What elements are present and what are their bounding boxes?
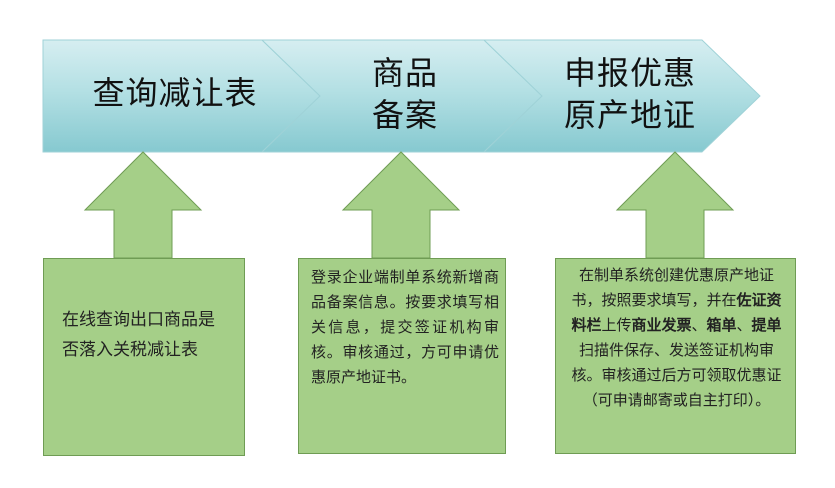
detail-highlight-evidence-field: 佐证资料栏 bbox=[571, 291, 782, 334]
up-arrow-1 bbox=[83, 151, 203, 259]
step-title-product-filing: 商品 备案 bbox=[330, 52, 480, 136]
step-title-line: 申报优惠 bbox=[563, 54, 696, 92]
step-title-apply-certificate: 申报优惠 原产地证 bbox=[530, 52, 730, 136]
up-arrow-2 bbox=[341, 151, 461, 259]
step-title-line: 原产地证 bbox=[563, 96, 696, 134]
detail-segment: 在制单系统创建优惠原产地证书，按照要求填写，并在 bbox=[571, 266, 774, 309]
step-title-line: 查询减让表 bbox=[92, 74, 258, 112]
detail-highlight-bill-of-lading: 提单 bbox=[751, 316, 782, 334]
detail-text: 登录企业端制单系统新增商品备案信息。按要求填写相关信息，提交签证机构审核。审核通… bbox=[311, 268, 499, 386]
banner-segment-3 bbox=[482, 39, 761, 153]
detail-text: 在线查询出口商品是否落入关税减让表 bbox=[62, 310, 215, 360]
detail-segment: 、 bbox=[736, 316, 752, 334]
detail-box-filing: 登录企业端制单系统新增商品备案信息。按要求填写相关信息，提交签证机构审核。审核通… bbox=[298, 258, 506, 454]
detail-box-query: 在线查询出口商品是否落入关税减让表 bbox=[43, 258, 245, 456]
detail-box-certificate: 在制单系统创建优惠原产地证书，按照要求填写，并在佐证资料栏上传商业发票、箱单、提… bbox=[555, 258, 796, 454]
step-title-query-reduction-table: 查询减让表 bbox=[60, 72, 290, 114]
detail-highlight-invoice: 商业发票 bbox=[631, 316, 692, 334]
step-title-line: 商品 bbox=[371, 54, 438, 92]
detail-segment: 上传 bbox=[601, 316, 632, 334]
detail-highlight-packing-list: 箱单 bbox=[706, 316, 737, 334]
up-arrow-3 bbox=[615, 151, 735, 259]
detail-segment: 扫描件保存、发送签证机构审核。审核通过后方可领取优惠证（可申请邮寄或自主打印）。 bbox=[571, 341, 782, 409]
detail-segment: 、 bbox=[691, 316, 707, 334]
step-title-line: 备案 bbox=[371, 96, 438, 134]
